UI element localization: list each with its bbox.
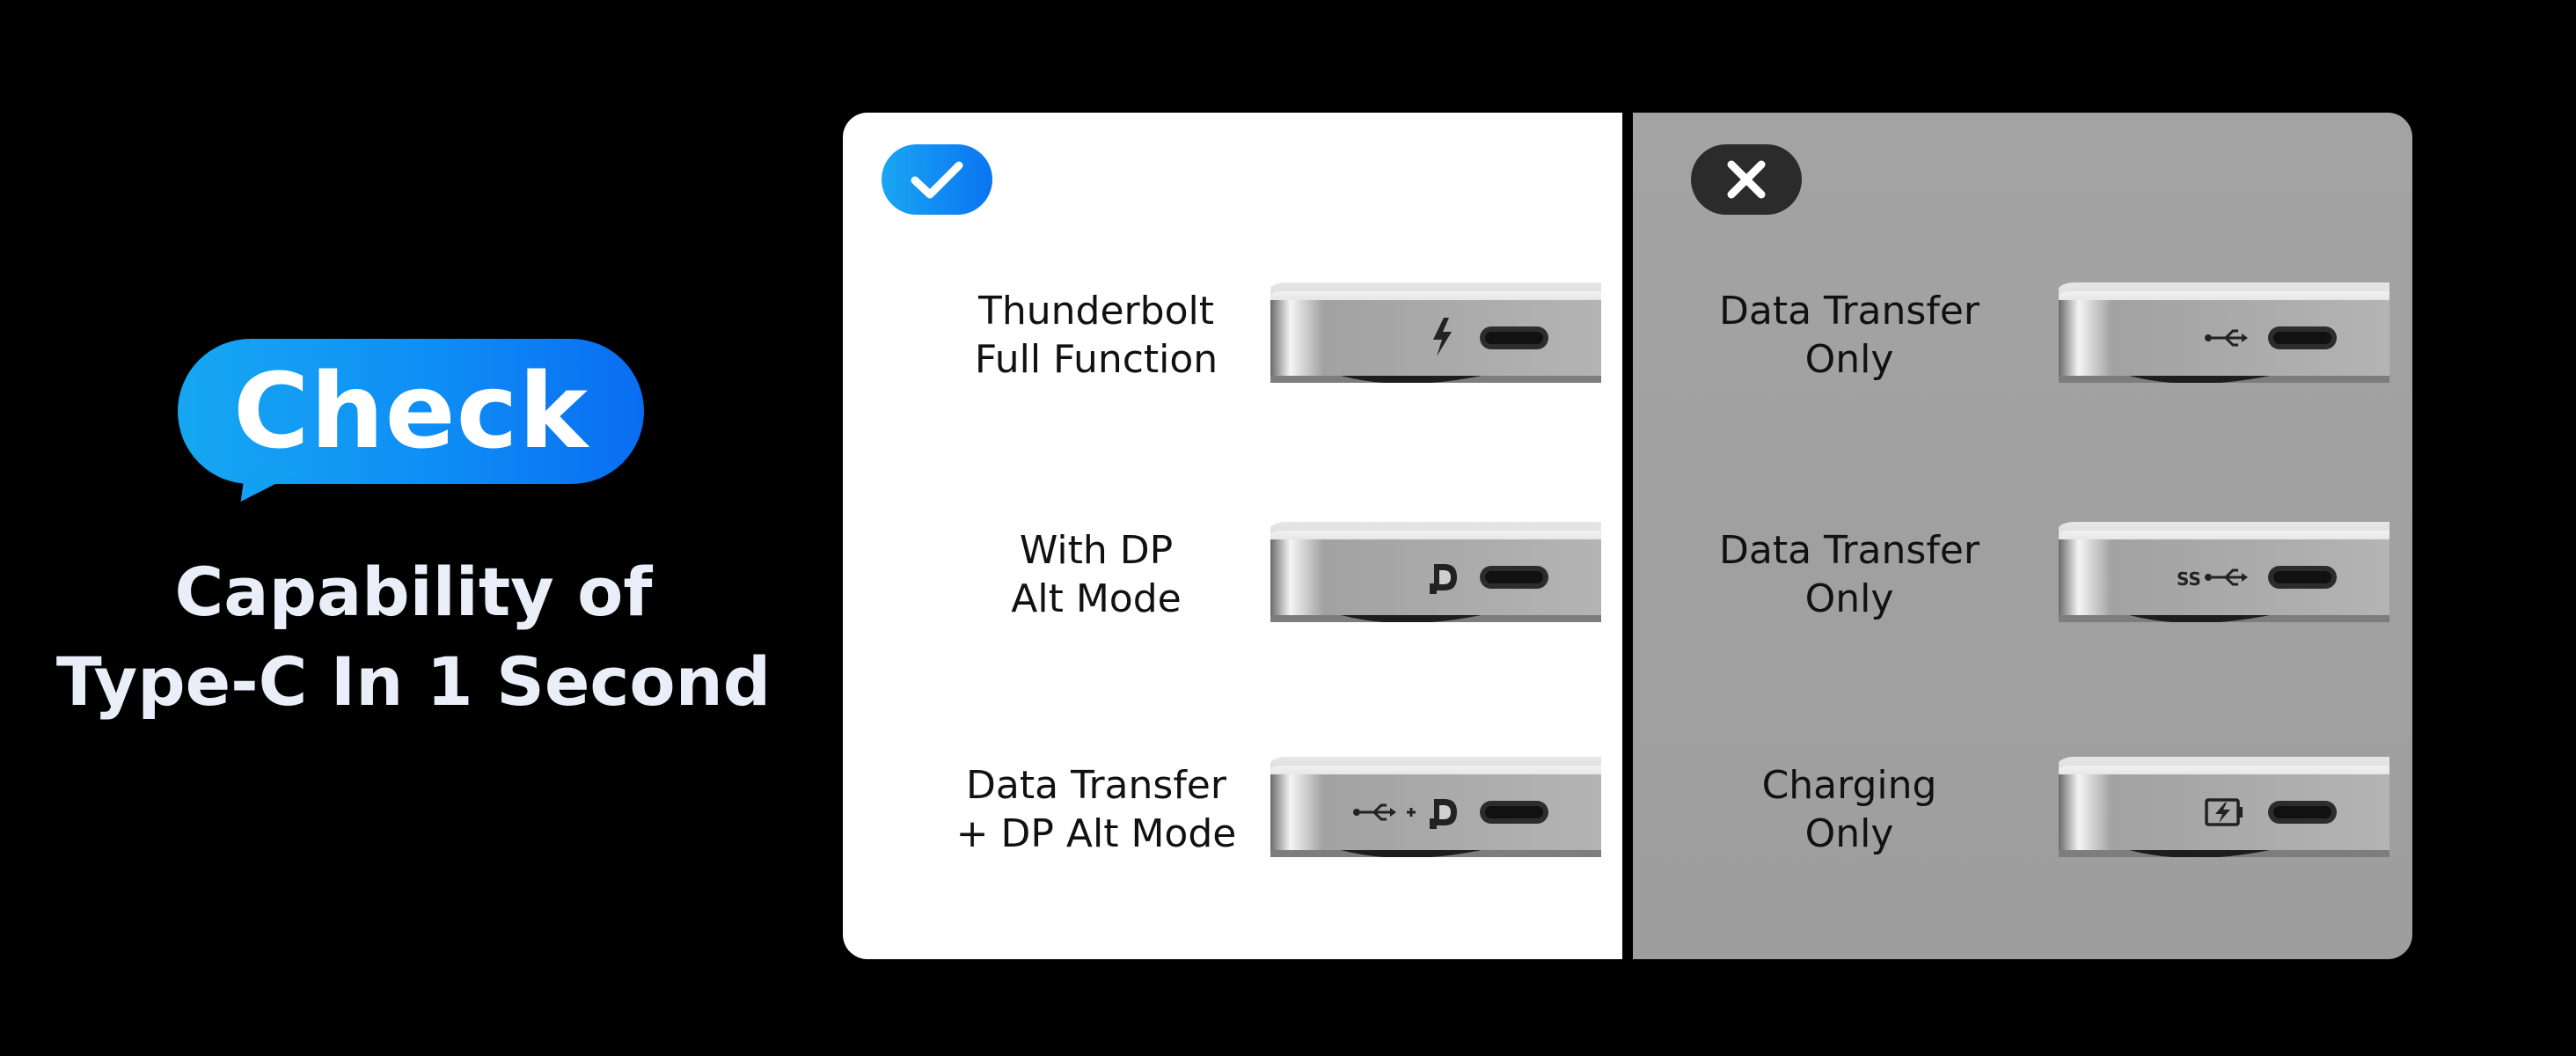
- laptop-port-image: [2059, 752, 2389, 857]
- item-label-line1: Data Transfer: [966, 763, 1226, 808]
- displayport-icon: [1430, 564, 1457, 594]
- hero-title-line2: Type-C In 1 Second: [55, 642, 772, 721]
- item-label-line1: Data Transfer: [1719, 528, 1980, 573]
- item-label-line2: Only: [1804, 576, 1894, 621]
- usb-superspeed-icon: SS: [2177, 568, 2248, 590]
- item-label-line1: Charging: [1761, 763, 1937, 808]
- laptop-port-image: [1270, 517, 1601, 622]
- laptop-port-image: [1270, 277, 1601, 383]
- hero-title-line1: Capability of: [174, 553, 653, 631]
- superspeed-label: SS: [2177, 568, 2201, 590]
- checkmark-icon: [911, 161, 963, 199]
- usb-plus-displayport-icon: [1353, 799, 1457, 829]
- cross-icon: [1727, 160, 1766, 199]
- item-label-line2: Alt Mode: [1011, 576, 1182, 621]
- unsupported-item-data-only-ss: Data Transfer Only SS: [1633, 504, 2412, 645]
- laptop-port-image: SS: [2059, 517, 2389, 622]
- item-label-line1: Thunderbolt: [978, 289, 1214, 334]
- cross-badge: [1691, 144, 1802, 215]
- supported-item-dp-alt-mode: With DP Alt Mode: [843, 504, 1622, 645]
- panel-divider: [1622, 113, 1633, 959]
- supported-item-thunderbolt: Thunderbolt Full Function: [843, 265, 1622, 406]
- unsupported-item-data-only: Data Transfer Only: [1633, 265, 2412, 406]
- item-label-line2: Only: [1804, 337, 1894, 382]
- usb-icon: [2205, 329, 2248, 347]
- comparison-panels: Thunderbolt Full Function With DP: [843, 113, 2412, 959]
- item-label-line2: Full Function: [974, 337, 1218, 382]
- checkmark-badge: [882, 144, 992, 215]
- unsupported-item-charging-only: Charging Only: [1633, 739, 2412, 880]
- check-label: Check: [232, 350, 589, 472]
- item-label-line2: Only: [1804, 811, 1894, 856]
- item-label-line1: With DP: [1019, 528, 1174, 573]
- item-label-line1: Data Transfer: [1719, 289, 1980, 334]
- laptop-port-image: [1270, 752, 1601, 857]
- thunderbolt-icon: [1433, 318, 1452, 356]
- hero-title: Capability of Type-C In 1 Second: [35, 547, 792, 727]
- laptop-port-image: [2059, 277, 2389, 383]
- check-speech-bubble: [178, 339, 644, 484]
- item-label-line2: + DP Alt Mode: [955, 811, 1237, 856]
- charging-icon: [2205, 798, 2243, 826]
- supported-item-data-dp: Data Transfer + DP Alt Mode: [843, 739, 1622, 880]
